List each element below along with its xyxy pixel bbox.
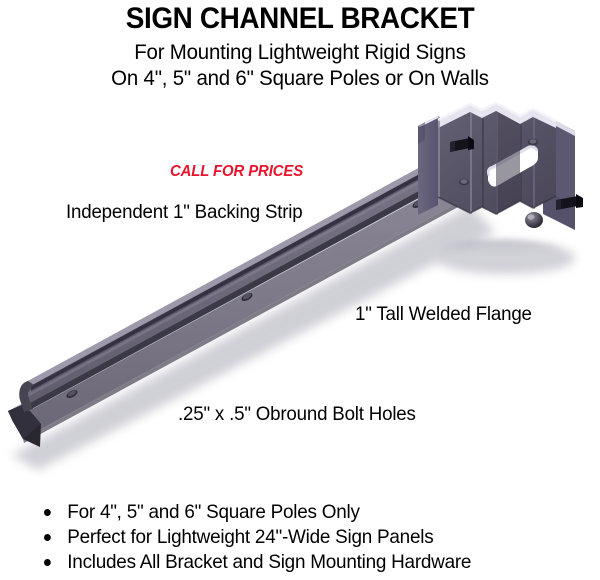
list-item-label: For 4", 5" and 6" Square Poles Only <box>67 501 360 523</box>
bullet-dot-icon <box>44 534 51 541</box>
obround-bolt-hole <box>241 293 253 301</box>
heading-block: SIGN CHANNEL BRACKET For Mounting Lightw… <box>0 0 600 91</box>
clamp-bolt <box>556 194 583 210</box>
list-item: Includes All Bracket and Sign Mounting H… <box>44 550 471 575</box>
clamp-bolt <box>525 212 543 228</box>
bullet-dot-icon <box>44 509 51 516</box>
callout-obround-bolt-holes: .25" x .5" Obround Bolt Holes <box>178 403 416 425</box>
pole-clamp-bracket <box>418 101 583 264</box>
tube-end-cap <box>8 404 41 447</box>
list-item-label: Includes All Bracket and Sign Mounting H… <box>67 551 472 573</box>
clamp-bolt <box>450 136 474 152</box>
list-item-label: Perfect for Lightweight 24"-Wide Sign Pa… <box>67 526 434 548</box>
callout-welded-flange: 1" Tall Welded Flange <box>355 303 532 325</box>
callout-backing-strip: Independent 1" Backing Strip <box>66 201 303 223</box>
subtitle-line-2: On 4", 5" and 6" Square Poles or On Wall… <box>111 66 489 90</box>
bullet-dot-icon <box>44 559 51 566</box>
obround-bolt-hole <box>66 390 78 398</box>
feature-bullet-list: For 4", 5" and 6" Square Poles Only Perf… <box>44 500 484 575</box>
list-item: Perfect for Lightweight 24"-Wide Sign Pa… <box>44 525 471 550</box>
list-item: For 4", 5" and 6" Square Poles Only <box>44 500 471 525</box>
page-title: SIGN CHANNEL BRACKET <box>125 2 475 35</box>
front-flange-plate <box>418 116 440 215</box>
subtitle-line-1: For Mounting Lightweight Rigid Signs <box>134 40 466 64</box>
backing-strip-channel <box>19 140 474 412</box>
call-for-prices-label: CALL FOR PRICES <box>170 163 304 180</box>
